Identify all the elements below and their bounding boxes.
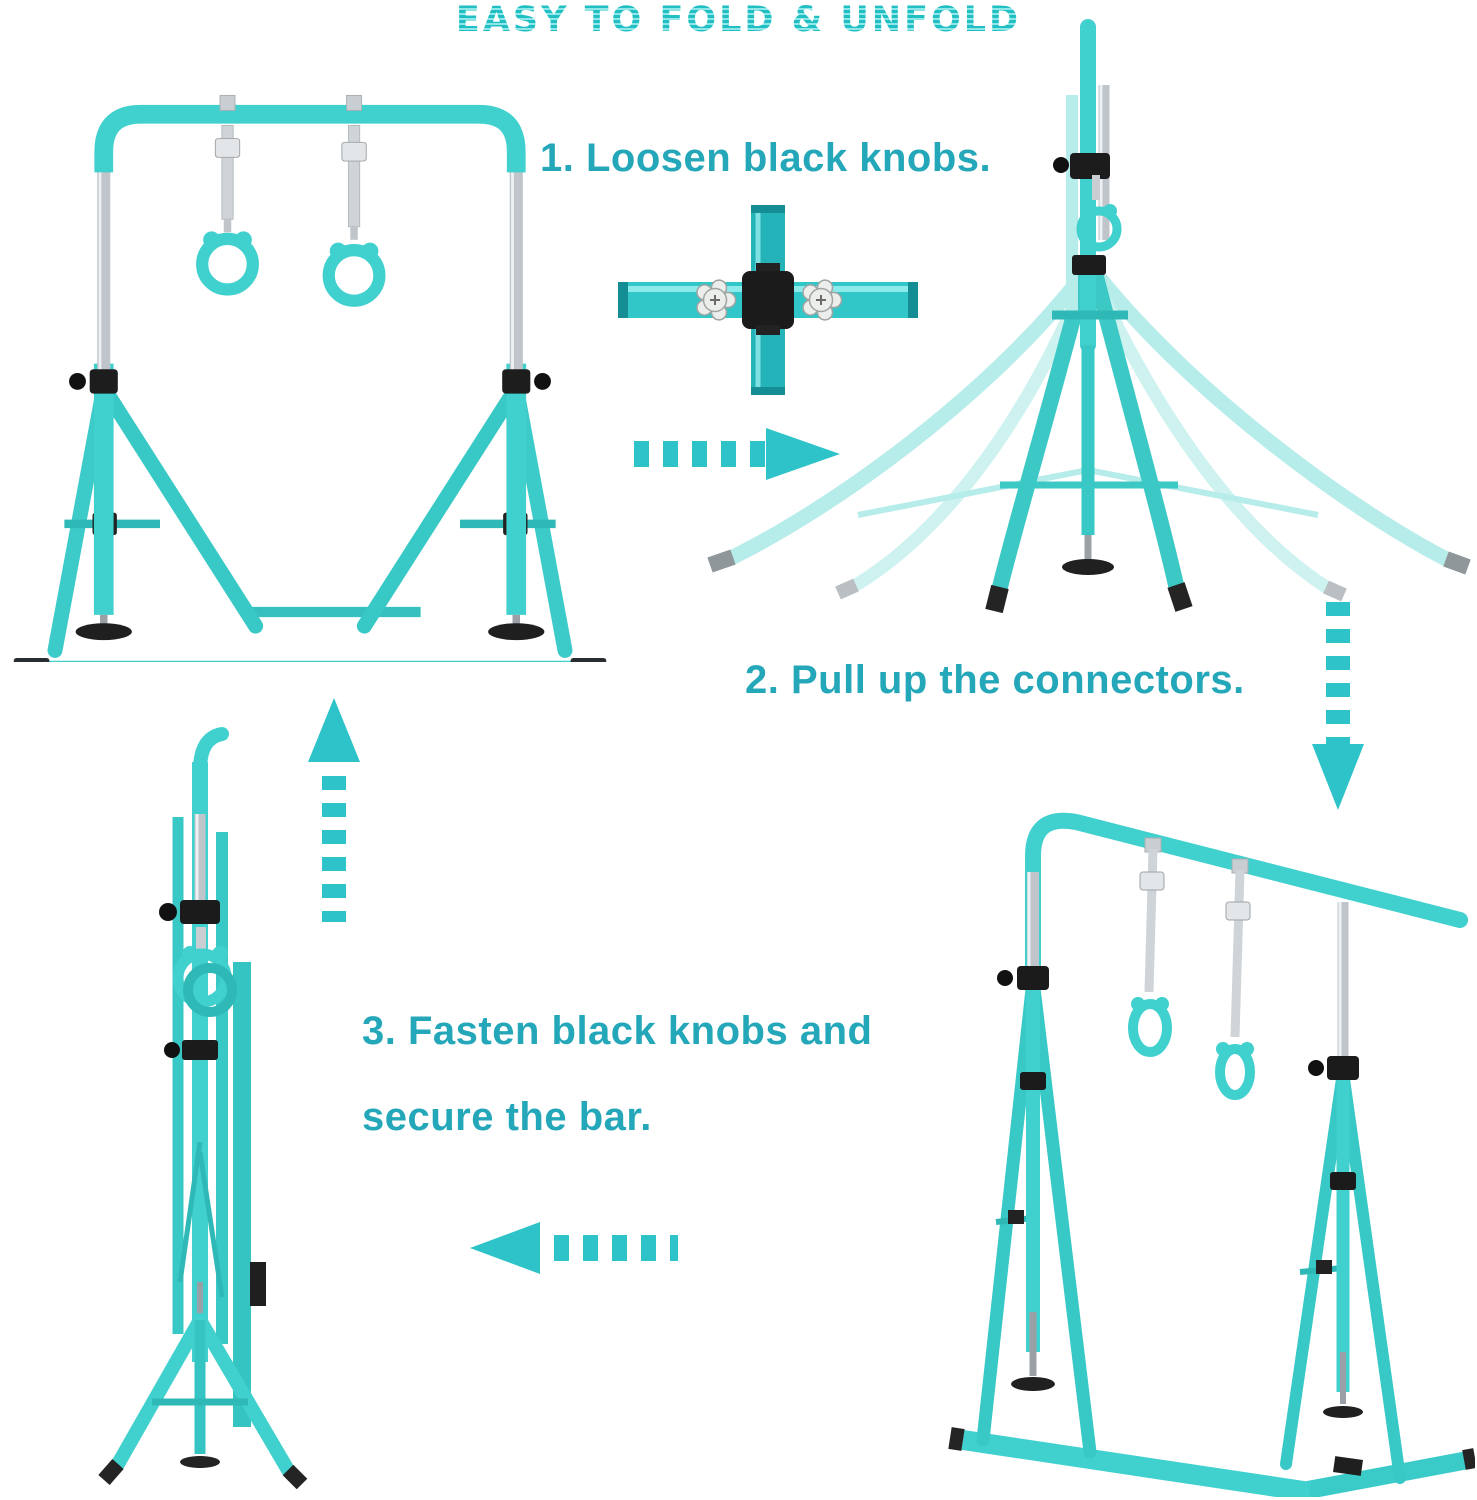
star-knob-left — [696, 279, 737, 321]
star-knob-right — [802, 279, 843, 321]
folded-rings — [172, 927, 237, 1017]
figure-partially-unfolded — [938, 752, 1475, 1497]
label-tag — [1333, 1456, 1363, 1476]
connector-detail-illustration — [618, 205, 918, 395]
black-knob-clamp-right — [502, 369, 551, 394]
hanging-ring-left — [196, 94, 259, 296]
folded-ring — [1076, 175, 1122, 252]
dashed-arrow-right-icon — [628, 428, 843, 480]
dashed-arrow-down-icon — [1312, 598, 1364, 813]
step-2-label: 2. Pull up the connectors. — [745, 658, 1245, 702]
black-knob-clamp — [1070, 153, 1110, 179]
dashed-arrow-left-icon — [470, 1222, 682, 1274]
dashed-arrow-up-icon — [308, 698, 360, 926]
page-title: EASY TO FOLD & UNFOLD — [0, 0, 1477, 40]
label-tag — [250, 1262, 266, 1306]
step-1-label: 1. Loosen black knobs. — [540, 136, 992, 180]
assembled-bar-illustration — [13, 94, 607, 662]
black-clamp — [742, 263, 794, 335]
black-knob-clamp-left — [69, 369, 118, 394]
step-3-label: 3. Fasten black knobs and secure the bar… — [362, 988, 962, 1160]
folded-tripod-illustration — [707, 19, 1471, 614]
figure-connector-detail — [618, 205, 918, 395]
step-3-line-2: secure the bar. — [362, 1095, 652, 1139]
hanging-ring-right — [1215, 858, 1255, 1100]
step-3-line-1: 3. Fasten black knobs and — [362, 1009, 873, 1053]
figure-folded-upright — [52, 722, 352, 1497]
left-post-unit — [976, 872, 1097, 1459]
partially-unfolded-illustration — [948, 812, 1475, 1497]
figure-folded-tripod — [698, 15, 1475, 630]
hanging-ring-right — [322, 94, 386, 307]
hanging-ring-left — [1128, 837, 1172, 1057]
right-post-unit — [1280, 902, 1406, 1484]
folded-upright-illustration — [98, 727, 308, 1490]
figure-assembled-bar — [10, 52, 610, 662]
